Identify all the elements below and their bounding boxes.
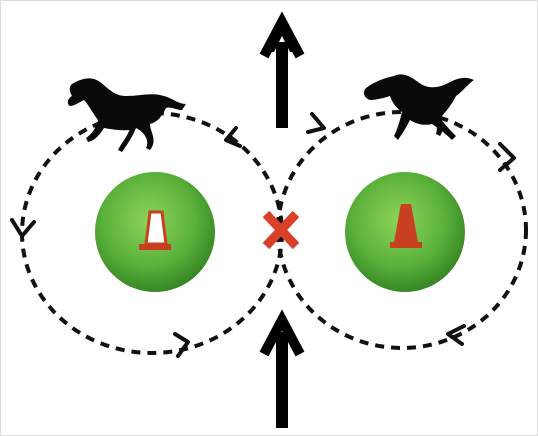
right-loop-chevron-right: [498, 142, 516, 172]
traffic-cone-outline-icon: [139, 210, 171, 250]
right-loop-chevron-top: [306, 112, 326, 134]
arrow-up-icon-top: [259, 11, 305, 128]
horse-silhouette-icon-left: [67, 78, 186, 152]
left-loop-chevron-bottom: [173, 332, 190, 358]
arrow-up-icon-bottom: [259, 309, 305, 428]
left-loop-chevron-left: [10, 218, 36, 238]
right-loop-chevron-bottom: [446, 324, 466, 346]
right-loop-path: [276, 110, 528, 350]
horse-silhouette-icon-right: [363, 74, 474, 140]
crossing-mark: [262, 210, 300, 250]
left-loop-chevron-top: [224, 126, 242, 148]
traffic-cone-solid-icon: [390, 204, 422, 248]
